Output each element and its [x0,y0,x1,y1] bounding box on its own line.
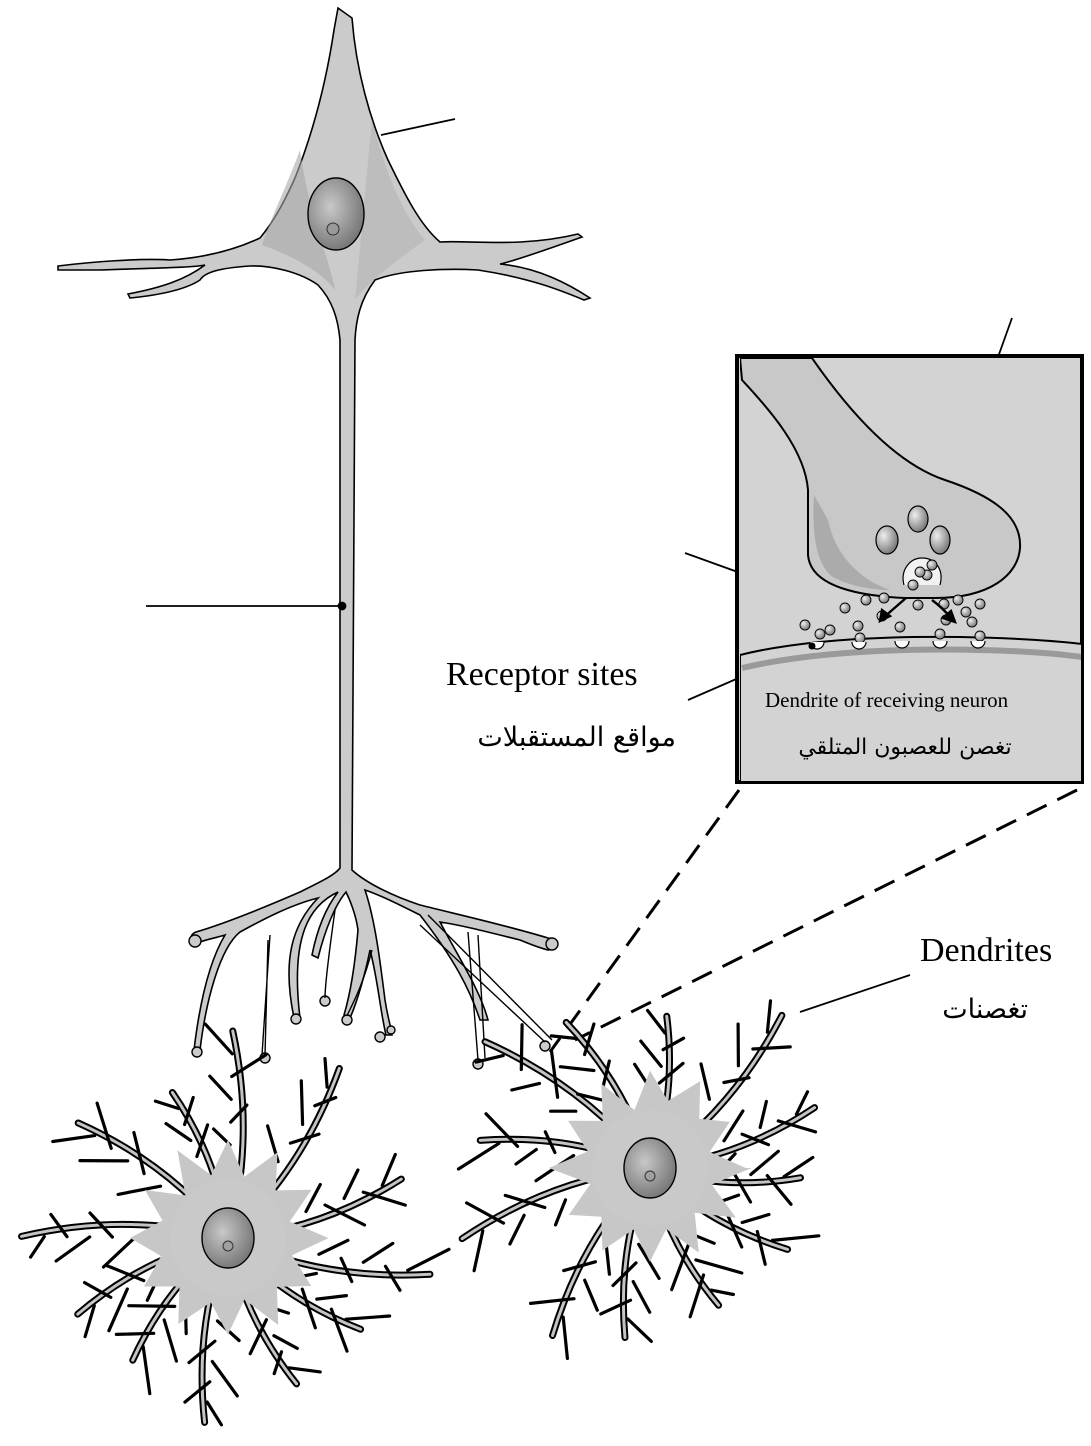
inset-dendrite-label-ar: تغصن للعصبون المتلقي [770,735,1040,760]
dendrites-label-ar: تغصنات [918,994,1028,1025]
receiving-neuron-nucleolus [645,1171,655,1181]
receptor-leader-dot [809,643,816,650]
sending-neuron-nucleolus [327,223,339,235]
inset-dendrite-label: Dendrite of receiving neuron [765,688,1008,713]
receiving-neuron-nucleolus [223,1241,233,1251]
sending-neuron [58,8,590,1069]
sending-neuron-soma [58,8,590,1050]
sending-neuron-nucleus [308,178,364,250]
receptor-sites-label: Receptor sites [446,656,638,694]
synapse-inset [737,356,1082,782]
receiving-neuron-nucleus [202,1208,254,1268]
receiving-neuron-nucleus [624,1138,676,1198]
receptor-sites-label-ar: مواقع المستقبلات [446,722,676,753]
receiving-neuron-right [459,1001,819,1359]
soma-leader-line [381,119,455,135]
dendrites-label: Dendrites [920,932,1052,970]
axon-leader-dot [339,603,346,610]
receiving-neuron-left [22,1024,449,1425]
dendrites-leader-line [800,975,910,1012]
